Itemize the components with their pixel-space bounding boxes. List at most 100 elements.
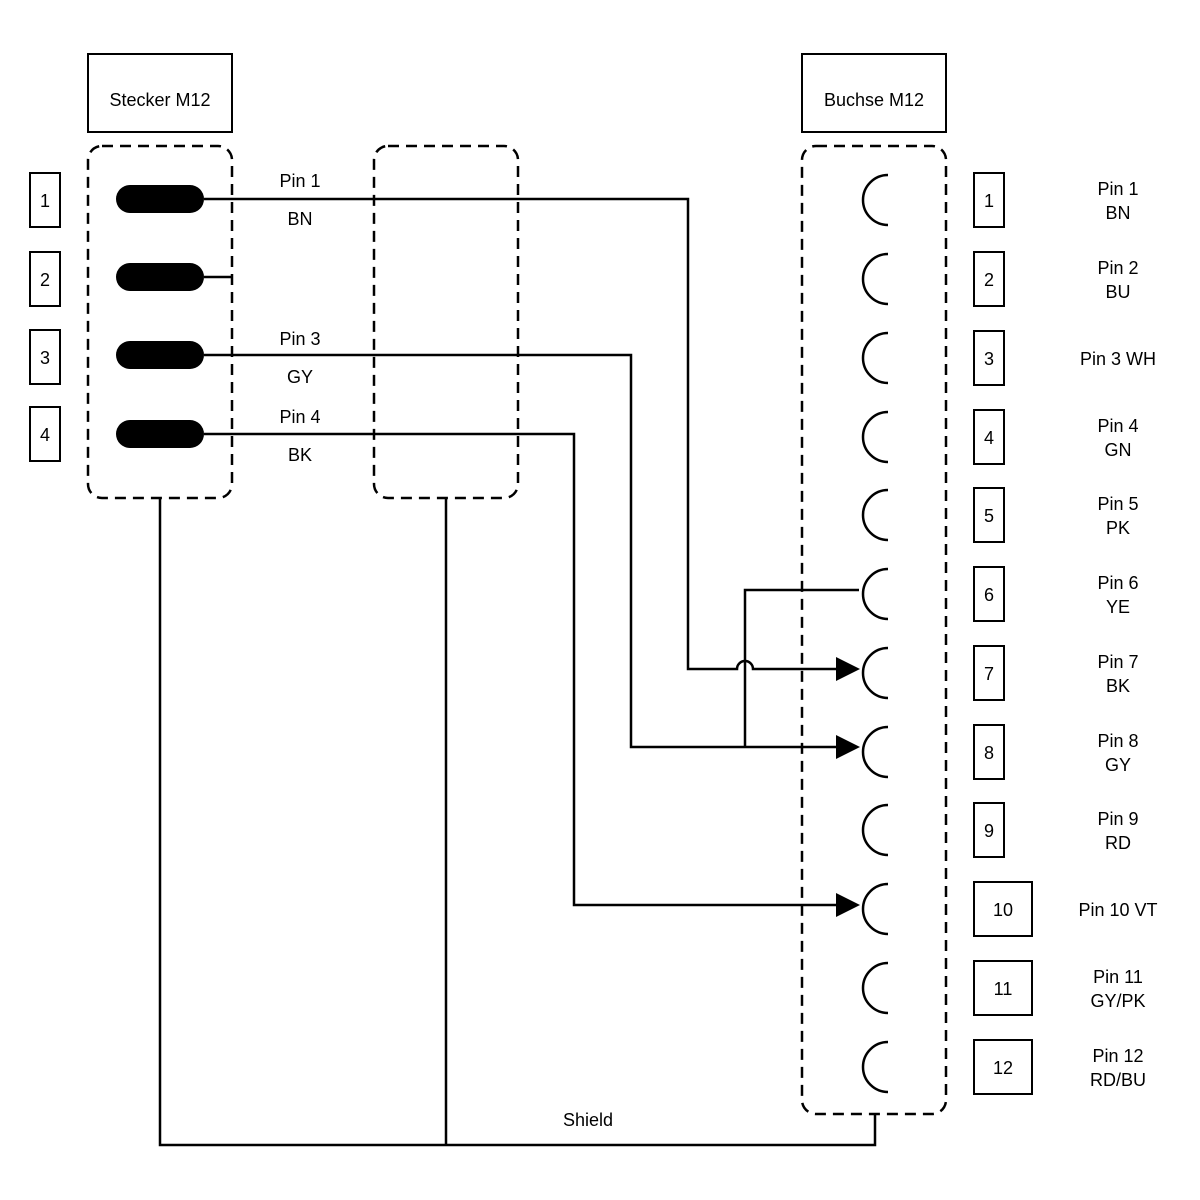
socket-pin-number-box	[973, 330, 1005, 386]
socket-pin-number: 3	[984, 349, 994, 369]
plug-pin-number: 4	[40, 425, 50, 445]
socket-pin-number-box	[973, 960, 1033, 1016]
socket-pin-6: 6 Pin 6 YE	[861, 566, 1139, 622]
socket-title-box: Buchse M12	[801, 53, 947, 133]
socket-pin-number: 11	[994, 979, 1013, 999]
socket-pin-label: Pin 2	[1097, 258, 1138, 278]
socket-pin-label: Pin 3 WH	[1080, 349, 1156, 369]
socket-pin-label: BU	[1105, 282, 1130, 302]
socket-pin-1: 1 Pin 1 BN	[861, 172, 1139, 228]
socket-housing	[800, 144, 948, 1116]
plug-pin-4: 4 Pin 4 BK	[29, 406, 321, 465]
socket-pin-label: Pin 7	[1097, 652, 1138, 672]
socket-pin-label: Pin 12	[1092, 1046, 1143, 1066]
wire-pin-label: Pin 3	[279, 329, 320, 349]
socket-contact	[861, 1040, 889, 1094]
socket-pin-number-box	[973, 802, 1005, 858]
socket-pin-label: GY/PK	[1090, 991, 1145, 1011]
socket-pin-10: 10 Pin 10 VT	[861, 881, 1158, 937]
socket-pin-label: Pin 11	[1093, 967, 1143, 987]
wire-color-label: BK	[288, 445, 312, 465]
socket-pin-number: 6	[984, 585, 994, 605]
plug-pin-number: 1	[40, 191, 50, 211]
socket-pin-label: RD/BU	[1090, 1070, 1146, 1090]
socket-contact	[861, 646, 889, 700]
socket-pin-label: RD	[1105, 833, 1131, 853]
socket-pin-label: GN	[1105, 440, 1132, 460]
socket-pin-9: 9 Pin 9 RD	[861, 802, 1139, 858]
socket-pin-number: 7	[984, 664, 994, 684]
socket-pin-label: Pin 10 VT	[1078, 900, 1157, 920]
socket-pins: 1 Pin 1 BN 2 Pin 2 BU 3 Pin 3 WH 4 Pin 4 GN 5 Pin 5 P…	[861, 172, 1158, 1095]
bridge-pin6-pin8	[743, 588, 859, 747]
socket-contact	[861, 882, 889, 936]
socket-pin-number: 10	[993, 900, 1013, 920]
plug-pin-3: 3 Pin 3 GY	[29, 329, 321, 387]
socket-pin-number: 2	[984, 270, 994, 290]
socket-title: Buchse M12	[824, 90, 924, 110]
plug-pin-contact	[116, 185, 204, 213]
socket-pin-number-box	[973, 251, 1005, 307]
socket-pin-number-box	[973, 724, 1005, 780]
wire-color-label: BN	[287, 209, 312, 229]
plug-pin-number: 3	[40, 348, 50, 368]
plug-pin-contact	[116, 420, 204, 448]
socket-pin-4: 4 Pin 4 GN	[861, 409, 1139, 465]
shield-label: Shield	[563, 1110, 613, 1130]
wire-pin4	[204, 432, 840, 907]
socket-pin-5: 5 Pin 5 PK	[861, 487, 1139, 543]
shield-wire	[158, 498, 877, 1147]
socket-pin-label: Pin 5	[1097, 494, 1138, 514]
socket-contact	[861, 252, 889, 306]
plug-pin-contact	[116, 263, 204, 291]
socket-pin-number: 5	[984, 506, 994, 526]
arrowhead-pin10	[836, 893, 860, 917]
socket-contact	[861, 488, 889, 542]
plug-title: Stecker M12	[109, 90, 210, 110]
socket-pin-11: 11 Pin 11 GY/PK	[861, 960, 1146, 1016]
wire-pin-label: Pin 4	[279, 407, 320, 427]
socket-pin-3: 3 Pin 3 WH	[861, 330, 1156, 386]
socket-pin-label: Pin 1	[1097, 179, 1138, 199]
socket-pin-label: BN	[1105, 203, 1130, 223]
socket-pin-label: Pin 9	[1097, 809, 1138, 829]
socket-pin-number-box	[973, 409, 1005, 465]
socket-pin-number: 4	[984, 428, 994, 448]
socket-contact	[861, 173, 889, 227]
arrowhead-pin7	[836, 657, 860, 681]
plug-pin-contact	[116, 341, 204, 369]
socket-pin-label: GY	[1105, 755, 1131, 775]
socket-pin-12: 12 Pin 12 RD/BU	[861, 1039, 1146, 1095]
arrowhead-pin8	[836, 735, 860, 759]
plug-pin-2: 2	[29, 251, 204, 307]
wire-pin1	[204, 197, 840, 671]
plug-pin-1: 1 Pin 1 BN	[29, 171, 321, 229]
socket-contact	[861, 567, 889, 621]
socket-pin-label: BK	[1106, 676, 1130, 696]
socket-pin-label: Pin 8	[1097, 731, 1138, 751]
plug-pin-number: 2	[40, 270, 50, 290]
wire-pin-label: Pin 1	[279, 171, 320, 191]
socket-pin-number: 9	[984, 821, 994, 841]
socket-contact	[861, 410, 889, 464]
socket-pin-label: PK	[1106, 518, 1130, 538]
socket-pin-label: Pin 6	[1097, 573, 1138, 593]
socket-pin-number-box	[973, 172, 1005, 228]
socket-pin-number-box	[973, 645, 1005, 701]
socket-pin-number-box	[973, 1039, 1033, 1095]
wires	[158, 197, 877, 1147]
socket-pin-number: 12	[993, 1058, 1013, 1078]
socket-pin-label: YE	[1106, 597, 1130, 617]
socket-contact	[861, 961, 889, 1015]
socket-pin-number-box	[973, 881, 1033, 937]
socket-pin-number: 1	[984, 191, 994, 211]
wire-pin3	[204, 353, 840, 749]
socket-contact	[861, 331, 889, 385]
socket-pin-7: 7 Pin 7 BK	[861, 645, 1139, 701]
socket-pin-label: Pin 4	[1097, 416, 1138, 436]
socket-pin-number-box	[973, 566, 1005, 622]
wire-color-label: GY	[287, 367, 313, 387]
